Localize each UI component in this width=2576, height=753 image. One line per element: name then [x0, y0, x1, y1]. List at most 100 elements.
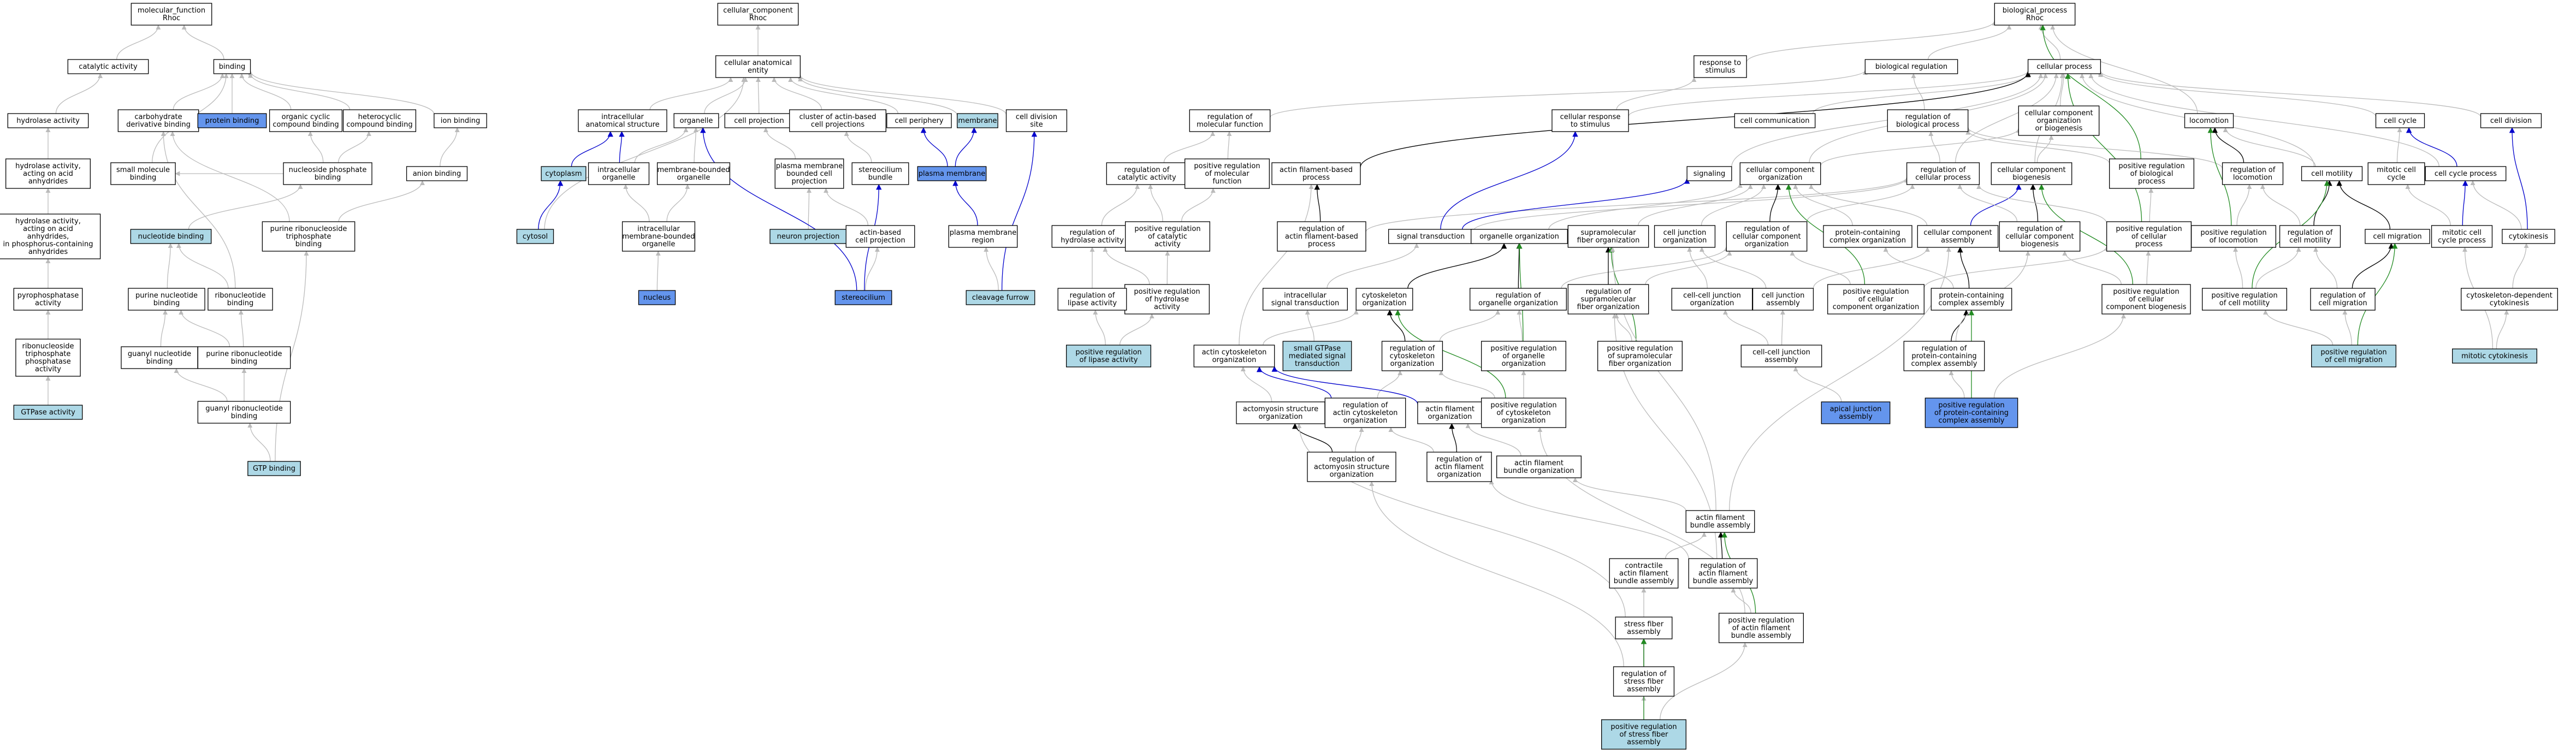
- term-label: organization: [1758, 174, 1803, 182]
- term-box: [1864, 59, 1958, 74]
- edge-protein-complex-org-to-cc-organization: [1793, 184, 1853, 226]
- edge-stereocilium-to-organelle: [700, 127, 857, 291]
- edge-cell-migration-to-cell-motility: [2336, 180, 2391, 230]
- go-term-cytosol: cytosol: [516, 229, 554, 244]
- term-label: organization: [1502, 417, 1546, 425]
- term-label: compound binding: [346, 121, 412, 129]
- edge-pos-reg-mf-to-reg-mf: [1227, 131, 1232, 159]
- edge-pos-reg-protein-complex-assembly-to-reg-protein-complex-assembly: [1949, 370, 1965, 399]
- term-box: [1005, 109, 1068, 132]
- edge-reg-cc-cc-org-to-pos-reg-cellular: [1923, 245, 2110, 288]
- term-label: binding: [227, 299, 253, 307]
- edge-nucleoside-phos-to-organic-cyclic: [307, 131, 324, 163]
- edge-pos-reg-catalytic-to-pos-reg-mf: [1181, 188, 1216, 222]
- term-box: [0, 214, 101, 259]
- term-label: actin-based: [860, 229, 901, 237]
- term-label: binding: [231, 358, 257, 366]
- term-label: signal transduction: [1271, 299, 1340, 307]
- term-label: regulation of: [1744, 225, 1790, 233]
- term-label: assembly: [1627, 738, 1661, 746]
- edge-protein-complex-assembly-to-protein-complex-org: [1883, 247, 1954, 289]
- term-label: of cell motility: [2219, 299, 2270, 307]
- term-box: [128, 288, 205, 311]
- term-label: organization: [1690, 299, 1734, 307]
- term-label: regulation of: [2230, 166, 2276, 174]
- edge-pos-reg-protein-complex-assembly-to-pos-reg-cc-biogenesis: [1993, 313, 2126, 399]
- term-label: binding: [146, 358, 173, 366]
- go-term-membrane: membrane: [957, 113, 998, 128]
- edge-cell-junction-org2-to-cell-junction-org: [1687, 247, 1708, 289]
- edge-reg-cell-motility-to-reg-locomotion: [2260, 184, 2301, 226]
- term-box: [1124, 284, 1210, 315]
- term-box: [1823, 225, 1912, 248]
- edge-reg-cell-migration-to-reg-cell-motility: [2313, 247, 2338, 289]
- term-box: [262, 221, 356, 252]
- term-box: [1654, 225, 1716, 248]
- term-label: fiber organization: [1577, 236, 1640, 245]
- edge-pos-reg-bundle-assembly-to-reg-bundle-assembly: [1731, 588, 1751, 614]
- term-label: transduction: [1295, 360, 1340, 368]
- term-box: [1991, 162, 2072, 185]
- term-label: triphosphate: [26, 350, 71, 358]
- term-label: mediated signal: [1289, 352, 1346, 360]
- term-label: cell division: [1016, 113, 1057, 121]
- term-box: [5, 158, 91, 189]
- term-box: [15, 339, 81, 377]
- go-term-anion-binding: anion binding: [406, 166, 468, 181]
- term-label: ribonucleotide: [215, 292, 265, 300]
- term-label: organelle: [680, 117, 713, 125]
- go-term-cell-cycle-process: cell cycle process: [2425, 166, 2507, 181]
- term-label: stimulus: [1705, 67, 1735, 75]
- term-label: cell junction: [1762, 292, 1805, 300]
- term-box: [845, 225, 915, 248]
- term-label: derivative binding: [126, 121, 191, 129]
- term-label: of locomotion: [2210, 236, 2258, 245]
- go-term-biological-regulation: biological regulation: [1864, 59, 1958, 74]
- term-label: molecular_function: [138, 7, 205, 15]
- term-box: [1601, 719, 1686, 750]
- term-label: regulation of: [1586, 288, 1631, 296]
- term-label: cytoplasm: [545, 170, 582, 178]
- term-label: positive regulation: [1075, 348, 1141, 357]
- term-label: cell projection: [734, 117, 784, 125]
- edge-pm-region-to-plasma-membrane: [952, 180, 978, 226]
- edge-anion-binding-to-ion-binding: [440, 127, 460, 167]
- edge-reg-cytoskeleton-org-to-cytoskeleton-org: [1387, 309, 1406, 342]
- edge-cytoskeleton-dep-cytokinesis-to-cytokinesis: [2512, 243, 2529, 289]
- term-box: [121, 346, 198, 369]
- term-label: response to: [1699, 59, 1741, 67]
- term-box: [2301, 166, 2363, 181]
- edge-membrane-bounded-to-organelle: [693, 127, 698, 163]
- term-box: [1193, 345, 1275, 367]
- term-box: [342, 109, 417, 132]
- term-label: GTPase activity: [21, 408, 75, 417]
- term-label: organization: [1428, 413, 1472, 421]
- term-label: process: [2138, 177, 2165, 186]
- term-box: [1693, 55, 1747, 78]
- term-label: stereocilium: [858, 166, 902, 174]
- term-label: positive regulation: [2118, 162, 2184, 170]
- term-box: [1613, 666, 1675, 697]
- edge-cell-junction-org-to-cc-organization: [1701, 184, 1767, 226]
- term-box: [1994, 3, 2076, 26]
- edge-plasma-membrane-to-membrane: [955, 127, 977, 167]
- term-label: cell projections: [811, 121, 864, 129]
- term-box: [2431, 225, 2493, 248]
- term-box: [1417, 401, 1483, 424]
